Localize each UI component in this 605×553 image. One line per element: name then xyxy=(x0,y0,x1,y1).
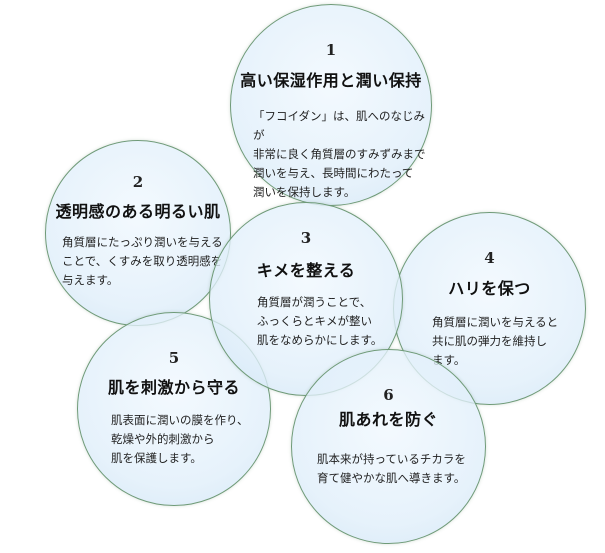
circle-2-title: 透明感のある明るい肌 xyxy=(55,202,221,221)
circle-4-number: 4 xyxy=(484,249,495,267)
circle-6-number: 6 xyxy=(383,386,394,404)
circle-1: 1 高い保湿作用と潤い保持 「フコイダン」は、肌へのなじみが 非常に良く角質層の… xyxy=(230,4,432,206)
circle-6: 6 肌あれを防ぐ 肌本来が持っているチカラを 育て健やかな肌へ導きます。 xyxy=(291,349,486,544)
circle-3-body: 角質層が潤うことで、 ふっくらとキメが整い 肌をなめらかにします。 xyxy=(257,295,383,347)
circle-2-number: 2 xyxy=(132,173,144,191)
circle-5-number: 5 xyxy=(168,349,180,367)
circle-5-body: 肌表面に潤いの膜を作り、 乾燥や外的刺激から 肌を保護します。 xyxy=(111,413,249,465)
circle-2: 2 透明感のある明るい肌 角質層にたっぷり潤いを与える ことで、くすみを取り透明… xyxy=(45,140,231,326)
circle-3-number: 3 xyxy=(300,229,312,247)
circle-3-title: キメを整える xyxy=(256,261,356,280)
circle-1-number: 1 xyxy=(325,41,337,59)
circle-4-body: 角質層に潤いを与えると 共に肌の弾力を維持し ます。 xyxy=(432,315,559,367)
circle-6-title: 肌あれを防ぐ xyxy=(338,410,438,429)
circle-1-body: 「フコイダン」は、肌へのなじみが 非常に良く角質層のすみずみまで 潤いを与え、長… xyxy=(253,109,426,199)
circle-4-title: ハリを保つ xyxy=(448,279,531,298)
circle-3: 3 キメを整える 角質層が潤うことで、 ふっくらとキメが整い 肌をなめらかにしま… xyxy=(209,202,403,396)
circle-2-body: 角質層にたっぷり潤いを与える ことで、くすみを取り透明感を 与えます。 xyxy=(62,235,223,287)
circle-1-title: 高い保湿作用と潤い保持 xyxy=(240,71,422,90)
circle-6-body: 肌本来が持っているチカラを 育て健やかな肌へ導きます。 xyxy=(317,452,466,485)
circle-5-title: 肌を刺激から守る xyxy=(107,378,240,397)
